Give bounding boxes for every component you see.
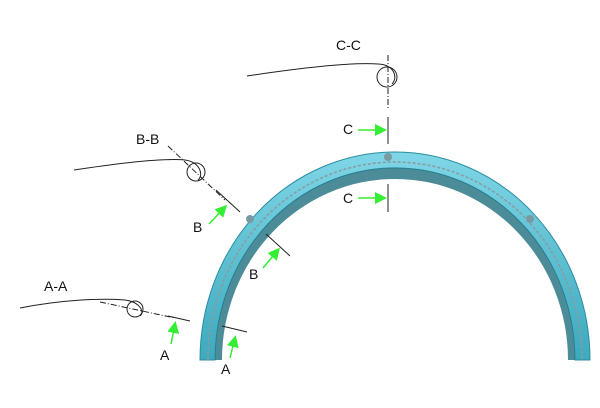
arch-node <box>246 215 254 223</box>
cut-line-b-right <box>265 233 291 257</box>
arch-seam-line <box>207 161 583 361</box>
arrow-b-right <box>262 247 280 269</box>
cut-label-a-right: A <box>221 361 231 377</box>
arrow-a-right <box>226 335 239 359</box>
profile-curve-bb <box>73 159 202 181</box>
profile-circle-aa <box>126 300 144 318</box>
profile-circle-bb <box>186 162 206 182</box>
cut-label-c-top: C <box>343 121 353 137</box>
section-aa <box>19 298 248 333</box>
section-bb <box>73 145 291 257</box>
cut-label-b-left: B <box>193 219 202 235</box>
section-label-aa: A-A <box>44 278 68 294</box>
arch-band <box>199 151 591 361</box>
section-label-cc: C-C <box>336 37 361 53</box>
center-line-bb <box>167 145 226 201</box>
cut-label-c-bottom: C <box>343 190 353 206</box>
arch-node <box>384 153 392 161</box>
profile-curve-aa <box>19 298 143 317</box>
section-label-bb: B-B <box>136 131 159 147</box>
cut-line-a-left <box>167 315 191 322</box>
profile-curve-cc <box>246 63 396 85</box>
cut-line-b-left <box>215 189 241 213</box>
arrow-b-left <box>208 204 228 225</box>
profile-circle-cc <box>376 66 398 88</box>
arrow-a-left <box>167 321 180 345</box>
cut-line-a-right <box>221 325 248 333</box>
cut-label-a-left: A <box>160 347 170 363</box>
arch-structure <box>199 151 591 361</box>
section-cc <box>246 55 398 212</box>
center-line-aa <box>99 301 176 319</box>
arch-inner-shadow <box>215 167 575 360</box>
cut-label-b-right: B <box>249 266 258 282</box>
arch-node <box>526 215 534 223</box>
